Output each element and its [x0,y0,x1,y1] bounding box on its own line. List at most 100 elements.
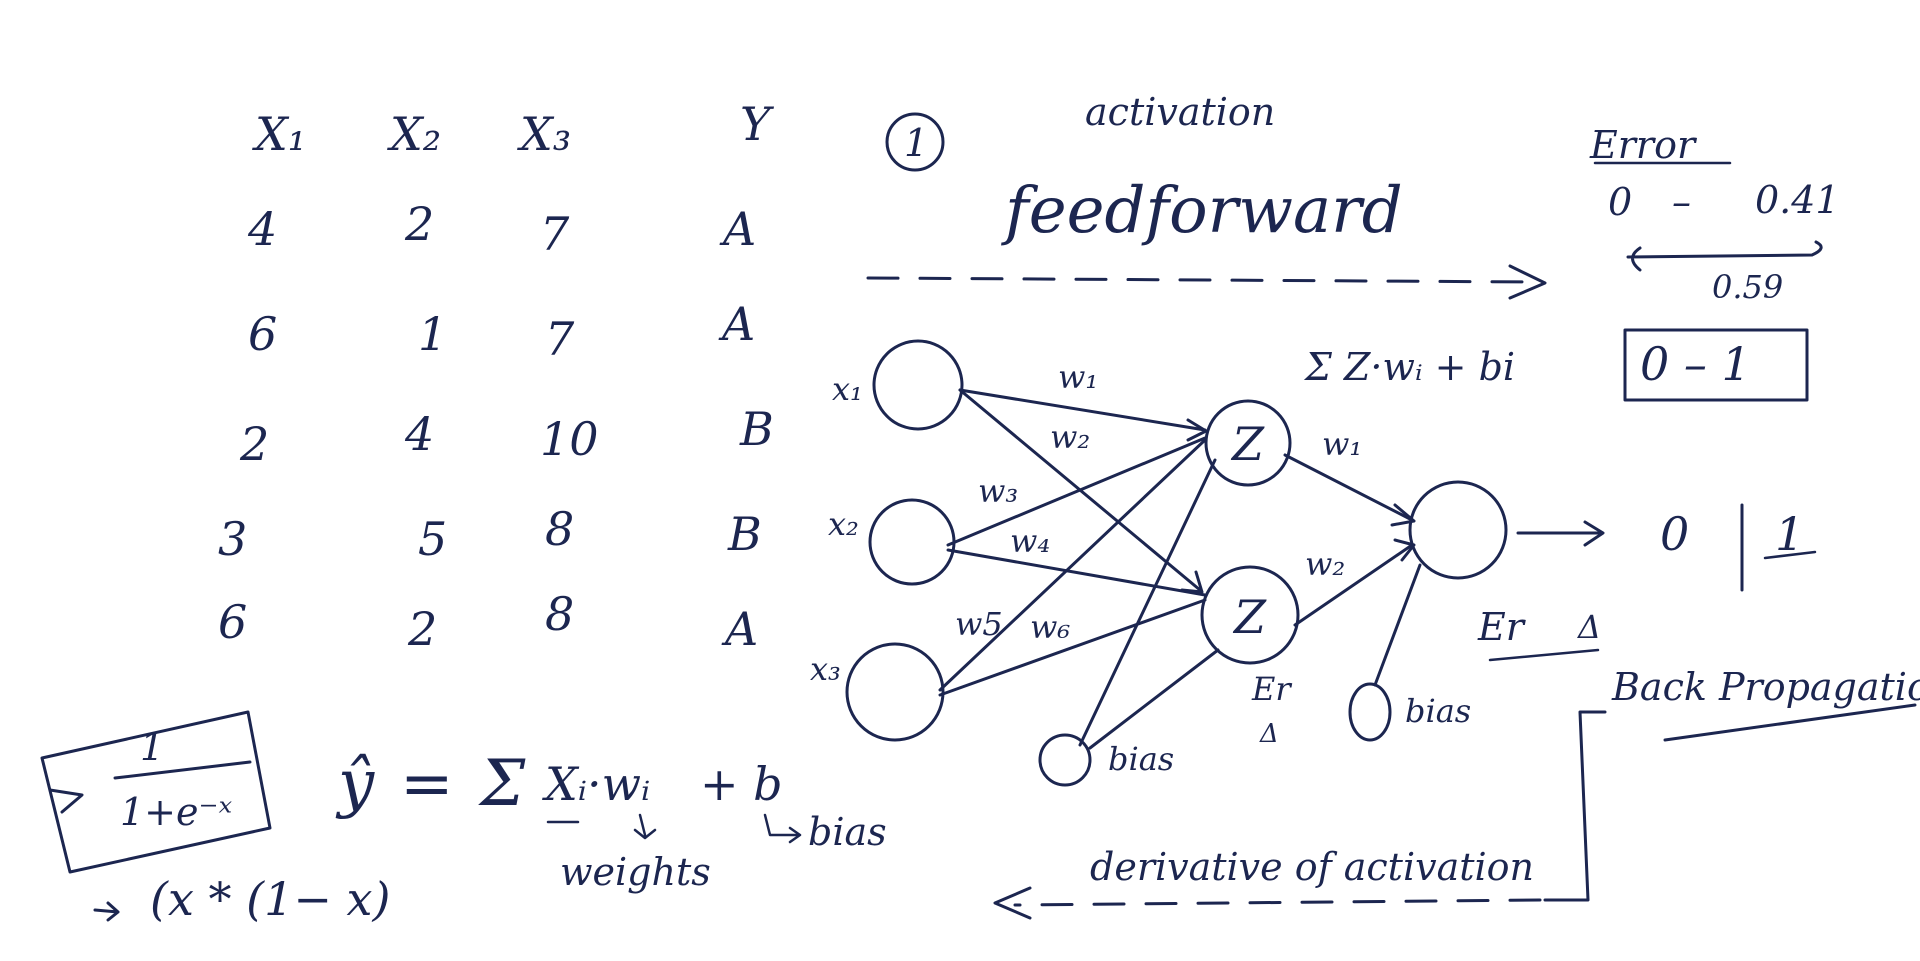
table-cell: 7 [545,312,575,366]
neural-network: x₁ x₂ x₃ w₁ w₂ w₃ w₄ w5 w₆ Z Z Er Δ w₁ w… [810,339,1817,787]
table-cell: 2 [404,197,434,251]
bias-note-arrow [763,813,802,844]
weight-label-w5: w5 [955,605,1003,643]
error-range-low: 0 [1608,180,1632,224]
equation-bias-note: bias [808,810,887,854]
input-label-x1: x₁ [832,370,863,408]
edge-out-w1 [1283,453,1414,522]
hidden-delta-label: Δ [1259,719,1279,749]
hidden-error-label: Er [1251,670,1292,708]
table-header-x2: X₂ [387,107,441,161]
equation-section: ŷ = Σ Xᵢ·wᵢ + b bias weights [335,747,887,894]
table-cell: 8 [545,587,574,641]
table-cell: 1 [418,307,447,361]
table-cell: A [721,602,758,656]
edge-w6 [938,598,1207,697]
error-boxed-range: 0 – 1 [1640,337,1751,391]
sigmoid-arrow [48,788,84,814]
activation-label: activation [1085,90,1275,134]
sigmoid-box [40,710,272,874]
backprop-connector [1543,710,1607,902]
weight-label-w4: w₄ [1010,522,1050,560]
edge-w5 [938,438,1207,692]
output-value-1-underline [1763,550,1817,560]
edge-out-w2 [1293,543,1414,627]
hidden-label-z2: Z [1232,590,1267,644]
data-table: X₁ X₂ X₃ Y 4 2 7 A 6 1 7 A 2 4 10 B 3 5 … [218,97,775,656]
backprop-section: Back Propagation derivative of activatio… [993,665,1920,920]
edge-bias-hidden1 [1078,458,1217,747]
edge-out-bias [1373,563,1422,687]
table-cell: 2 [239,417,269,471]
weight-label-w6: w₆ [1030,608,1070,646]
input-node-3 [845,642,945,742]
output-arrowhead [1583,520,1605,547]
edge-bias-hidden2 [1088,648,1220,750]
table-cell: B [727,507,762,561]
output-value-1: 1 [1775,507,1804,561]
output-value-0: 0 [1660,507,1689,561]
backprop-underline [1663,703,1917,742]
equation-sigma: Σ [478,747,526,821]
backprop-label: Back Propagation [1611,665,1920,709]
bias-node-output [1348,682,1392,742]
bias-label-output: bias [1405,692,1471,730]
sigmoid-denominator: 1+e⁻ˣ [120,790,233,834]
weight-label-w1: w₁ [1058,358,1098,396]
table-cell: 4 [247,202,277,256]
error-title: Error [1589,123,1698,167]
output-delta-label: Δ [1576,608,1601,646]
arrowhead [1393,538,1416,562]
step-marker-circle [885,112,945,172]
weight-label-w2: w₂ [1050,418,1090,456]
error-range-high: 0.41 [1755,178,1840,222]
step-marker: 1 [904,121,928,165]
feedforward-label: feedforward [1001,174,1403,248]
feedforward-dashed-arrow [866,276,1537,284]
arrowhead [1186,418,1208,442]
error-diff-bracket [1626,240,1823,272]
hidden-node-2 [1200,565,1300,665]
input-node-2 [868,498,956,586]
backprop-dashed-arrow [1013,898,1542,907]
edge-w3 [946,436,1207,547]
equation-yhat: ŷ [335,747,375,821]
sigmoid-numerator: 1 [140,725,164,769]
sigmoid-fraction-bar [113,760,252,780]
arrowhead [1390,503,1416,527]
output-node [1408,480,1508,580]
table-cell: 10 [540,412,599,466]
output-error-label: Er [1477,605,1527,649]
input-node-1 [872,339,964,431]
feedforward-section: 1 activation feedforward [866,90,1547,300]
arrowhead [1180,570,1204,594]
out-weight-label-w1: w₁ [1322,425,1362,463]
equation-term: Xᵢ·wᵢ [542,757,650,811]
output-error-underline [1488,648,1600,662]
hidden-label-z1: Z [1230,417,1265,471]
weights-note-arrow [633,813,657,840]
table-cell: 3 [218,512,247,566]
error-range-dash: – [1672,180,1691,224]
table-cell: 6 [248,307,277,361]
error-diff: 0.59 [1712,268,1783,306]
equation-weights-note: weights [560,850,711,894]
derivative-arrow [93,901,120,922]
table-cell: 6 [218,595,247,649]
error-section: Error 0 – 0.41 0.59 0 – 1 [1589,123,1840,402]
table-cell: 8 [545,502,574,556]
backprop-arrowhead [993,886,1032,920]
table-cell: 7 [540,207,570,261]
input-label-x3: x₃ [810,650,841,688]
sigmoid-derivative: (x * (1− x) [150,872,390,926]
edge-w4 [946,548,1207,597]
error-boxed-range-box [1623,328,1809,402]
table-cell: B [739,402,774,456]
table-cell: 5 [418,512,447,566]
table-cell: A [719,202,756,256]
weight-label-w3: w₃ [978,472,1018,510]
derivative-label: derivative of activation [1090,845,1534,889]
table-header-y: Y [740,97,775,151]
